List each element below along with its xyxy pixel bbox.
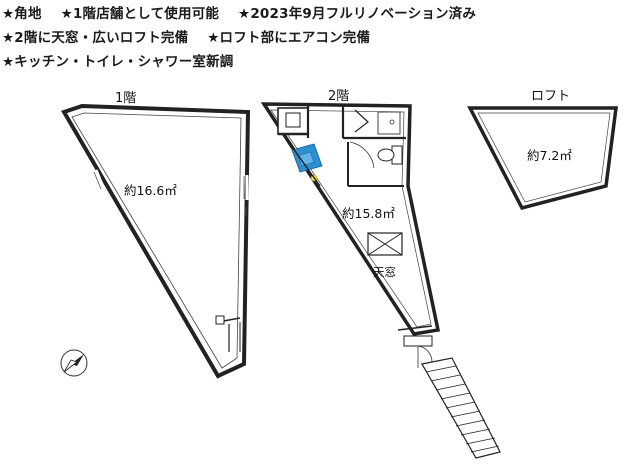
second-floor-label: 2階 bbox=[328, 89, 349, 104]
stair-door bbox=[397, 325, 433, 368]
loft-inner-wall bbox=[477, 112, 611, 203]
loft-plan: ロフト 約7.2㎡ bbox=[467, 89, 618, 211]
door-swing-mark bbox=[354, 109, 369, 133]
second-floor-plan: 2階 bbox=[260, 89, 501, 459]
first-floor-window-a bbox=[94, 169, 105, 188]
kitchen-icon bbox=[289, 143, 323, 187]
loft-label: ロフト bbox=[531, 89, 570, 104]
feature-corner-lot: ★角地 bbox=[2, 6, 42, 22]
first-floor-outer-wall bbox=[61, 103, 251, 379]
first-floor-area: 約16.6㎡ bbox=[124, 183, 177, 198]
toilet-icon bbox=[347, 141, 404, 187]
compass-icon bbox=[60, 349, 88, 377]
skylight-icon bbox=[367, 232, 403, 256]
feature-line-2: ★2階に天窓・広いロフト完備 ★ロフト部にエアコン完備 bbox=[2, 26, 384, 46]
feature-line-3: ★キッチン・トイレ・シャワー室新調 bbox=[2, 50, 248, 70]
shower-icon bbox=[277, 107, 309, 136]
loft-outer-wall bbox=[467, 106, 618, 211]
skylight-label: 天窓 bbox=[373, 265, 396, 279]
first-floor-label: 1階 bbox=[115, 91, 136, 106]
stairs-icon bbox=[421, 357, 501, 459]
first-floor-window-a-line bbox=[93, 171, 102, 190]
first-floor-entrance-door bbox=[215, 315, 241, 352]
loft-area: 約7.2㎡ bbox=[527, 148, 572, 163]
washbasin-outline bbox=[377, 111, 401, 135]
feature-shop-use: ★1階店舗として使用可能 bbox=[60, 6, 220, 22]
first-floor-inner-wall bbox=[71, 112, 242, 369]
feature-line-1: ★角地 ★1階店舗として使用可能 ★2023年9月フルリノベーション済み bbox=[2, 2, 490, 22]
first-floor-plan: 1階 約16.6㎡ bbox=[61, 91, 251, 379]
feature-loft-aircon: ★ロフト部にエアコン完備 bbox=[207, 30, 371, 46]
feature-new-facilities: ★キッチン・トイレ・シャワー室新調 bbox=[2, 54, 234, 70]
feature-skylight-loft: ★2階に天窓・広いロフト完備 bbox=[2, 30, 189, 46]
second-floor-area: 約15.8㎡ bbox=[342, 206, 395, 221]
feature-renovation: ★2023年9月フルリノベーション済み bbox=[238, 6, 477, 22]
washbasin-drain bbox=[389, 119, 395, 125]
